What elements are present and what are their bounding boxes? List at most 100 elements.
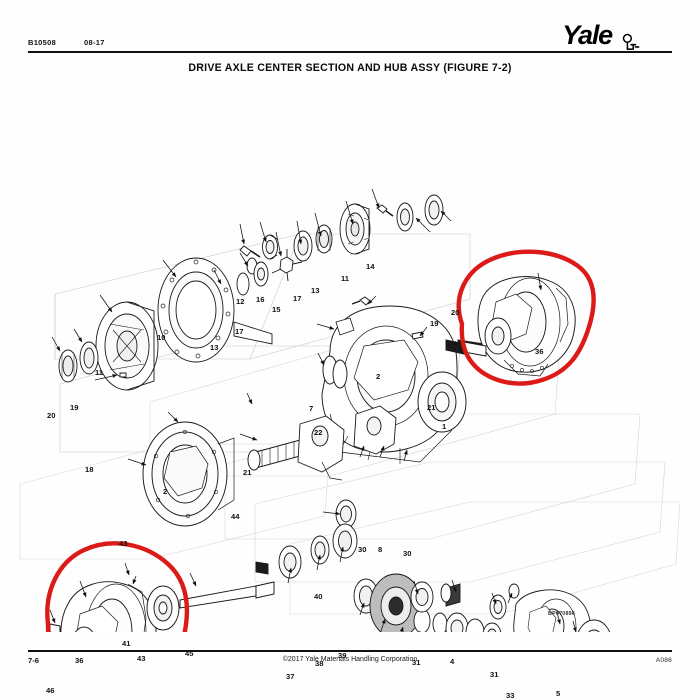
leader-line xyxy=(403,449,408,462)
leader-line xyxy=(440,210,452,222)
seal-row xyxy=(255,499,358,579)
callout-number: 19 xyxy=(430,319,439,328)
callout-number: 14 xyxy=(366,262,375,271)
drawing-id: BP070896 xyxy=(548,611,576,617)
leader-line xyxy=(79,580,87,598)
footer-divider xyxy=(28,650,672,653)
leader-line xyxy=(413,580,419,595)
page-header: B10508 08-17 Yale xyxy=(0,0,700,56)
leader-line xyxy=(537,272,543,291)
leader-line xyxy=(345,200,354,225)
callout-number: 2 xyxy=(376,372,381,381)
footer-copyright: ©2017 Yale Materials Handling Corporatio… xyxy=(282,656,418,663)
leader-line xyxy=(239,223,246,245)
footer-page-number: 7-6 xyxy=(28,656,39,665)
callout-number: 22 xyxy=(314,428,323,437)
leader-line xyxy=(572,620,577,632)
leader-line xyxy=(287,567,293,584)
callout-number: 17 xyxy=(293,294,302,303)
lower-hub-assembly xyxy=(49,581,275,632)
leader-line xyxy=(367,295,377,305)
callout-number: 7 xyxy=(309,404,314,413)
callout-number: 13 xyxy=(311,286,320,295)
leader-line xyxy=(316,554,322,571)
leader-line xyxy=(132,575,137,585)
left-assembly xyxy=(58,257,273,391)
callout-number: 2 xyxy=(163,487,168,496)
callout-number: 13 xyxy=(210,343,219,352)
callout-number: 18 xyxy=(85,465,94,474)
leader-line xyxy=(167,411,179,423)
top-exploded-row xyxy=(239,194,444,282)
leader-line xyxy=(491,592,497,605)
right-hub-assembly xyxy=(445,276,576,377)
callout-number: 38 xyxy=(315,659,324,668)
footer-code: A086 xyxy=(655,657,672,664)
callout-number: 40 xyxy=(314,592,323,601)
red-circle-upper-right xyxy=(456,249,596,386)
leader-line xyxy=(359,602,365,616)
leader-line xyxy=(380,618,386,632)
leader-line xyxy=(415,217,431,233)
leader-line xyxy=(73,328,83,343)
bottom-exploded-row xyxy=(353,573,611,632)
callout-number: 32 xyxy=(572,699,580,700)
callout-number: 39 xyxy=(338,651,347,660)
callout-number: 31 xyxy=(412,658,421,667)
callout-number: 37 xyxy=(286,672,295,681)
leader-line xyxy=(275,231,282,257)
leader-line xyxy=(49,609,56,624)
callout-number: 46 xyxy=(46,686,55,695)
leader-line xyxy=(317,352,325,366)
callout-number: 41 xyxy=(122,639,131,648)
leader-line xyxy=(162,259,177,278)
callout-number: 4 xyxy=(450,657,455,666)
callout-number: 15 xyxy=(272,305,281,314)
leader-line xyxy=(94,374,118,381)
leader-line xyxy=(316,323,335,330)
leader-line xyxy=(213,269,222,285)
callout-number: 21 xyxy=(243,468,252,477)
leader-line xyxy=(239,252,249,267)
leader-line xyxy=(246,392,253,405)
leader-line xyxy=(99,294,113,313)
yale-registered-mark-icon xyxy=(622,33,640,50)
red-circle-lower-left xyxy=(45,541,190,632)
leader-line xyxy=(446,340,460,345)
leader-lines xyxy=(49,188,577,632)
callout-number: 20 xyxy=(451,308,460,317)
callout-number: 43 xyxy=(119,539,128,548)
callout-number: 33 xyxy=(506,691,515,700)
callout-number: 44 xyxy=(231,512,240,521)
header-divider xyxy=(28,51,672,54)
document-date: 08-17 xyxy=(84,38,105,47)
callout-number: 5 xyxy=(556,689,561,698)
diagram-canvas xyxy=(19,188,681,632)
callout-number: 11 xyxy=(95,368,104,377)
callout-number: 16 xyxy=(256,295,265,304)
callout-number: 19 xyxy=(70,403,79,412)
callout-number: 31 xyxy=(490,670,499,679)
callout-number: 8 xyxy=(378,545,383,554)
leader-line xyxy=(556,611,561,625)
callout-number: 1 xyxy=(442,422,447,431)
callout-number: 12 xyxy=(236,297,245,306)
leader-line xyxy=(371,188,380,209)
red-annotations xyxy=(45,249,596,632)
callout-number: 11 xyxy=(341,274,350,283)
leader-line xyxy=(51,336,61,352)
leader-line xyxy=(322,511,341,516)
callout-number: 20 xyxy=(47,411,56,420)
document-code: B10508 xyxy=(28,38,57,47)
leader-line xyxy=(314,212,322,237)
leader-line xyxy=(339,546,345,563)
yale-logo: Yale xyxy=(562,20,613,50)
callout-number: 10 xyxy=(157,333,166,342)
leader-line xyxy=(451,579,457,593)
leader-line xyxy=(507,592,513,604)
page-title: DRIVE AXLE CENTER SECTION AND HUB ASSY (… xyxy=(188,62,512,74)
leader-line xyxy=(127,458,147,466)
callout-number: 36 xyxy=(535,347,544,356)
leader-line xyxy=(239,433,258,441)
